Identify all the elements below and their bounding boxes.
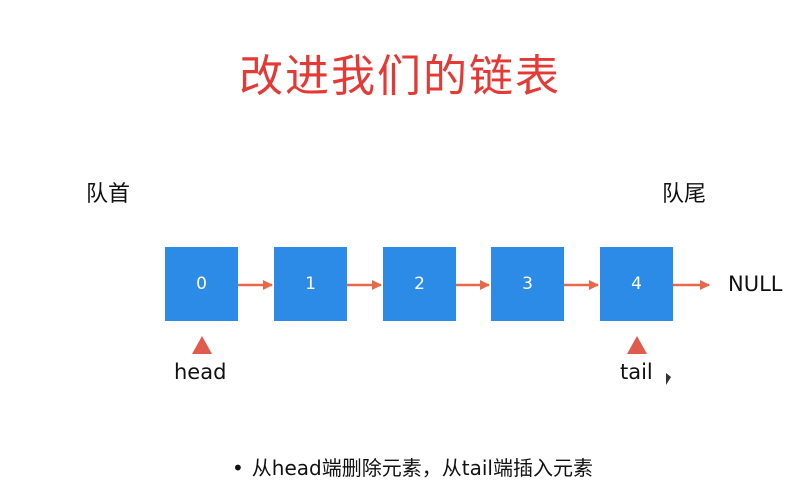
head-label: head: [174, 360, 227, 384]
bullet-note: • 从head端删除元素，从tail端插入元素: [232, 452, 593, 481]
list-node-2: 2: [383, 247, 456, 321]
list-node-1: 1: [274, 247, 347, 321]
null-label: NULL: [728, 272, 783, 296]
queue-front-label: 队首: [86, 182, 131, 207]
tail-pointer-triangle-icon: [627, 336, 647, 354]
head-pointer-triangle-icon: [192, 336, 212, 354]
bullet-note-text: 从head端删除元素，从tail端插入元素: [251, 456, 593, 480]
bullet-mark: •: [232, 456, 244, 480]
list-node-4: 4: [600, 247, 673, 321]
list-node-0: 0: [165, 247, 238, 321]
mouse-cursor-icon: [666, 373, 671, 385]
queue-rear-label: 队尾: [662, 182, 707, 207]
tail-label: tail: [620, 360, 653, 384]
list-node-3: 3: [491, 247, 564, 321]
slide-title: 改进我们的链表: [239, 51, 561, 102]
